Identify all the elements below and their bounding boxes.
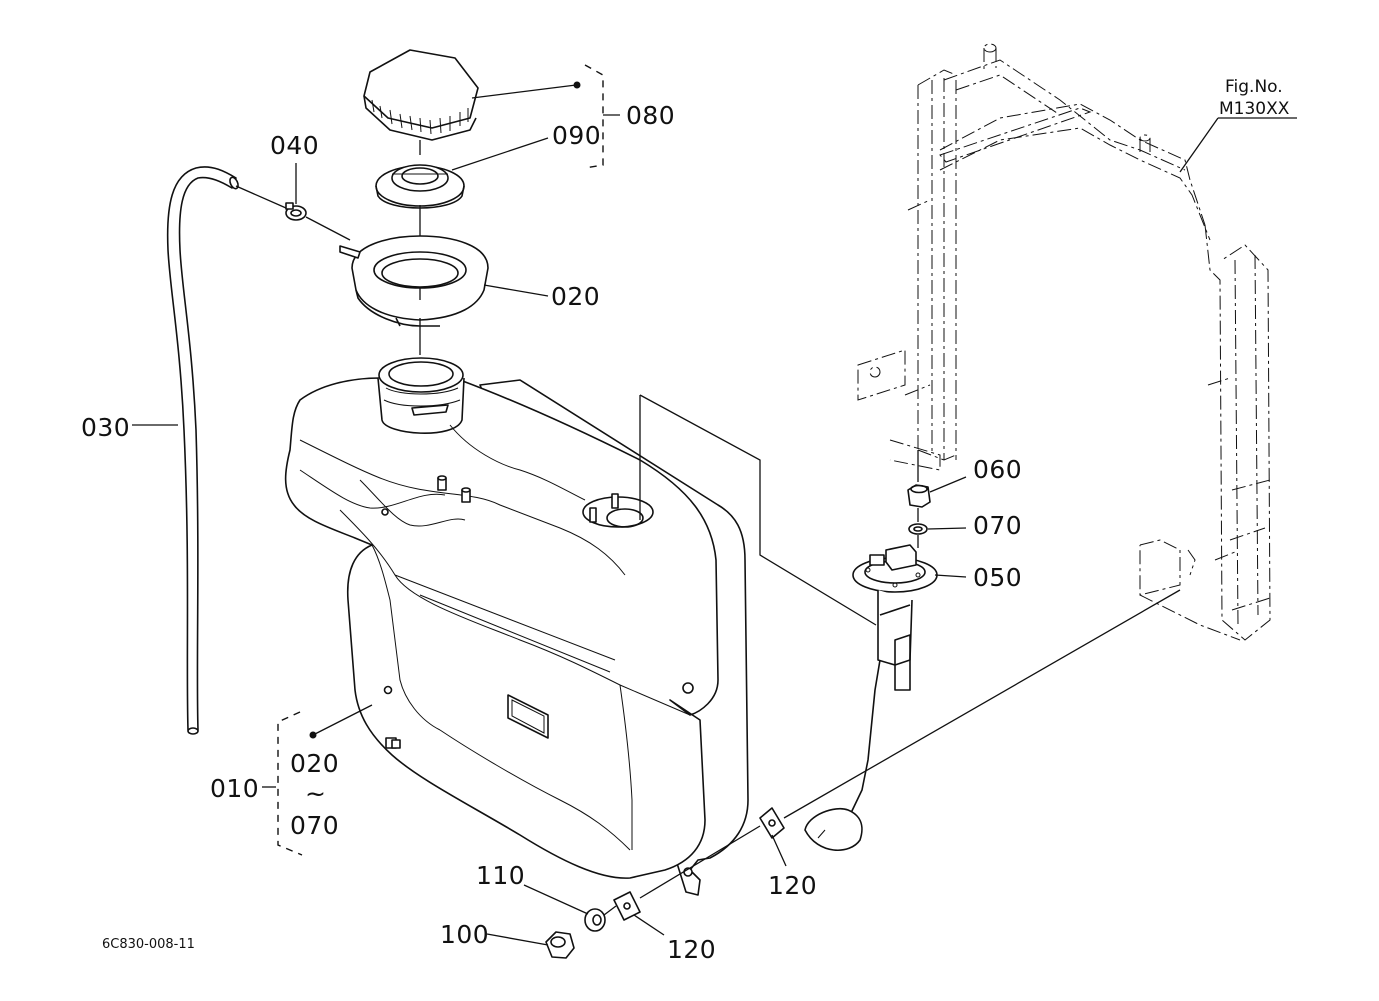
callout-030: 030	[81, 413, 130, 442]
callout-120-lower: 120	[667, 935, 716, 964]
callout-040: 040	[270, 131, 319, 160]
callout-range-tilde: ~	[305, 779, 326, 808]
callout-050: 050	[973, 563, 1022, 592]
hose-030	[166, 166, 239, 735]
strainer-090	[375, 164, 465, 209]
callout-020-range-start: 020	[290, 749, 339, 778]
fig-no-label: Fig.No.	[1225, 77, 1283, 97]
cap-080	[363, 49, 479, 141]
callout-070: 070	[973, 511, 1022, 540]
fig-no-value: M130XX	[1219, 99, 1290, 119]
figure-reference: Fig.No. M130XX	[1219, 77, 1290, 119]
tank-stud-bolt-a	[437, 475, 447, 491]
drawing-code: 6C830-008-11	[102, 937, 195, 952]
callout-100: 100	[440, 920, 489, 949]
callout-010: 010	[210, 774, 259, 803]
pad-120-lower	[613, 891, 641, 921]
nut-100	[545, 931, 575, 959]
bracket-080-group	[584, 64, 620, 169]
frame-m130xx	[857, 43, 1271, 641]
callout-060: 060	[973, 455, 1022, 484]
callout-070-range-end: 070	[290, 811, 339, 840]
leader-lines	[132, 81, 1297, 946]
pad-120-right	[759, 807, 785, 839]
callout-labels: 040 080 090 020 030 060 070 050 010 020 …	[81, 101, 1022, 964]
callout-020-ring: 020	[551, 282, 600, 311]
fuel-tank-010	[284, 357, 749, 896]
ring-020	[339, 235, 489, 327]
tank-stud-bolt-b	[461, 487, 471, 503]
bracket-010-group	[277, 711, 303, 856]
clamp-040	[285, 202, 307, 221]
callout-090: 090	[552, 121, 601, 150]
callout-120-right: 120	[768, 871, 817, 900]
callout-110: 110	[476, 861, 525, 890]
nut-060	[907, 484, 931, 508]
washer-110	[584, 908, 606, 932]
callout-080: 080	[626, 101, 675, 130]
fuel-level-sender-050	[804, 544, 938, 852]
washer-070	[908, 523, 928, 535]
